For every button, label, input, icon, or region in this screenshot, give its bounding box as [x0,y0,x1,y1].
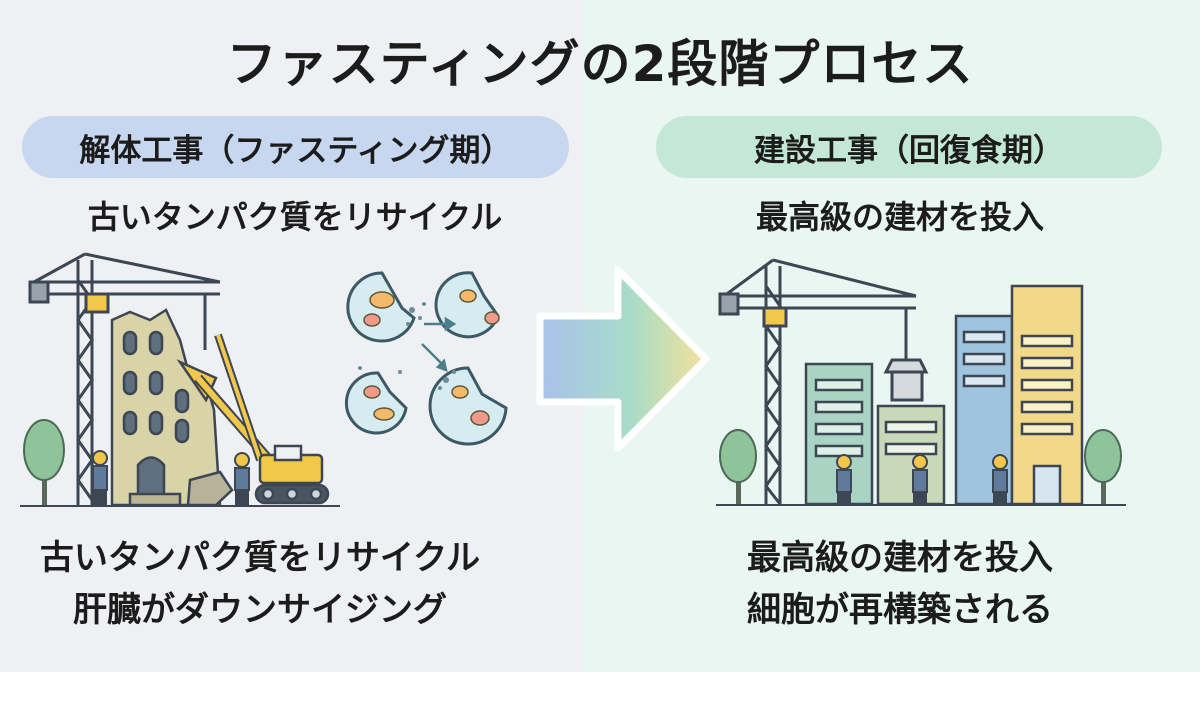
tree-icon [719,429,1122,504]
tower-crane-icon [718,258,929,505]
construction-caption-line: 最高級の建材を投入 [747,538,1053,578]
demolition-caption-line: 古いタンパク質をリサイクル [39,538,481,578]
particle-dots [358,302,456,390]
diagram-canvas: ファスティングの2段階プロセス 解体工事（ファスティング期） 建設工事（回復食期… [0,0,1200,672]
transition-arrow-icon [536,266,710,452]
cell-recycling-illustration [344,271,508,446]
building-icon [804,284,1084,506]
demolition-caption-line: 肝臓がダウンサイジング [73,590,447,630]
construction-caption-line: 細胞が再構築される [747,590,1053,630]
worker-icon [92,450,250,506]
page-title: ファスティングの2段階プロセス [226,35,974,93]
construction-caption: 最高級の建材を投入 細胞が再構築される [640,532,1160,636]
arrow-icon [421,316,457,372]
excavator-icon [176,333,330,505]
construction-phase-label: 建設工事（回復食期） [656,116,1162,178]
tree-icon [23,419,65,505]
demolition-panel [0,0,583,672]
demolition-caption: 古いタンパク質をリサイクル 肝臓がダウンサイジング [0,532,520,636]
demolition-subtitle: 古いタンパク質をリサイクル [87,198,503,236]
worker-icon [836,454,1008,505]
tower-crane-icon [28,252,221,505]
organelle-icon [363,289,500,426]
construction-illustration [716,258,1126,506]
demolition-phase-label: 解体工事（ファスティング期） [22,116,569,178]
demolition-illustration [20,252,340,507]
crumbling-building-icon [110,308,234,507]
construction-subtitle: 最高級の建材を投入 [755,198,1044,236]
